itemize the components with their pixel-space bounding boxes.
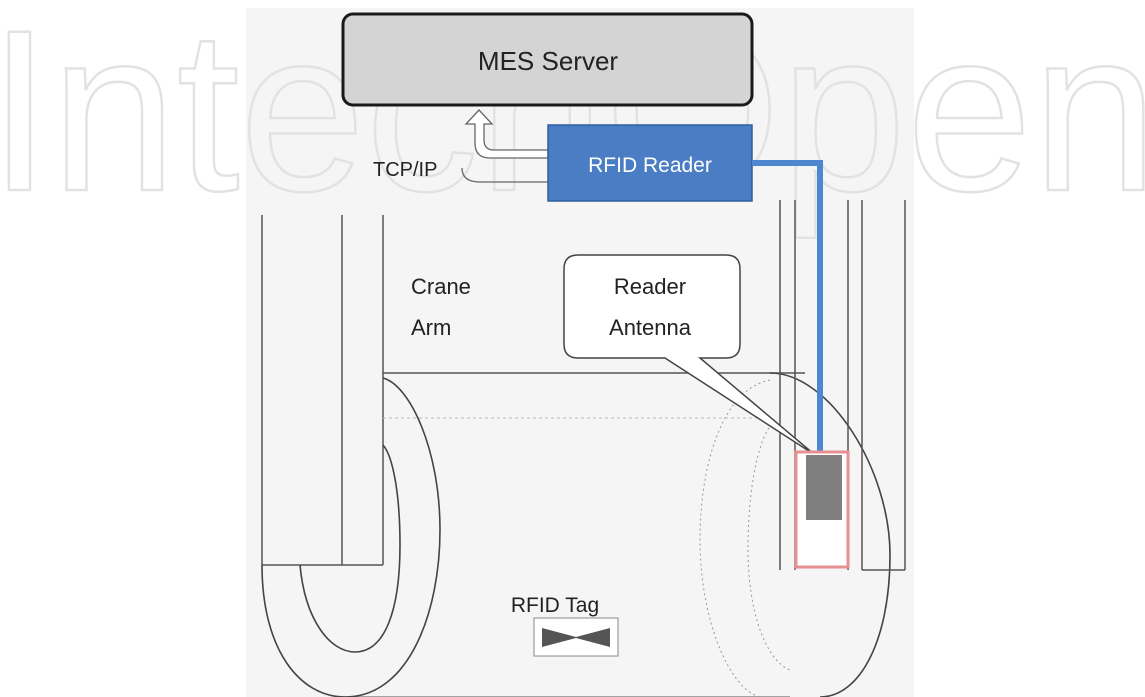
crane-arm-label-2: Arm: [411, 315, 451, 340]
crane-structure: [261, 215, 805, 697]
antenna-callout: Reader Antenna: [563, 254, 816, 456]
antenna-block: [806, 455, 842, 520]
tcpip-arrow-shape: [464, 109, 549, 159]
rfid-tag-label: RFID Tag: [511, 594, 599, 617]
rfid-reader-box: [547, 124, 753, 202]
tcpip-label: TCP/IP: [373, 159, 437, 181]
rfid-reader: RFID Reader: [547, 124, 753, 202]
reader-antenna: [794, 450, 850, 569]
rfid-reader-label: RFID Reader: [588, 154, 712, 177]
crane-arm-label-1: Crane: [411, 274, 471, 299]
rfid-tag: RFID Tag: [511, 594, 619, 657]
left-drum-end: [261, 377, 441, 697]
callout-line2: Antenna: [609, 315, 692, 340]
antenna-cable: [752, 160, 823, 455]
callout-line1: Reader: [614, 274, 686, 299]
right-coil-dotted: [699, 379, 771, 697]
mes-server-box: [341, 12, 754, 107]
mes-server-label: MES Server: [478, 46, 618, 76]
left-coil-inner: [299, 444, 401, 653]
tag-bowtie-icon: [542, 628, 610, 647]
mes-server: MES Server: [341, 12, 754, 107]
tcpip-arrow: [461, 109, 549, 183]
callout-bubble: [563, 254, 816, 456]
tcpip-arrow-tail: [461, 167, 548, 183]
left-coil-outer: [261, 377, 441, 697]
